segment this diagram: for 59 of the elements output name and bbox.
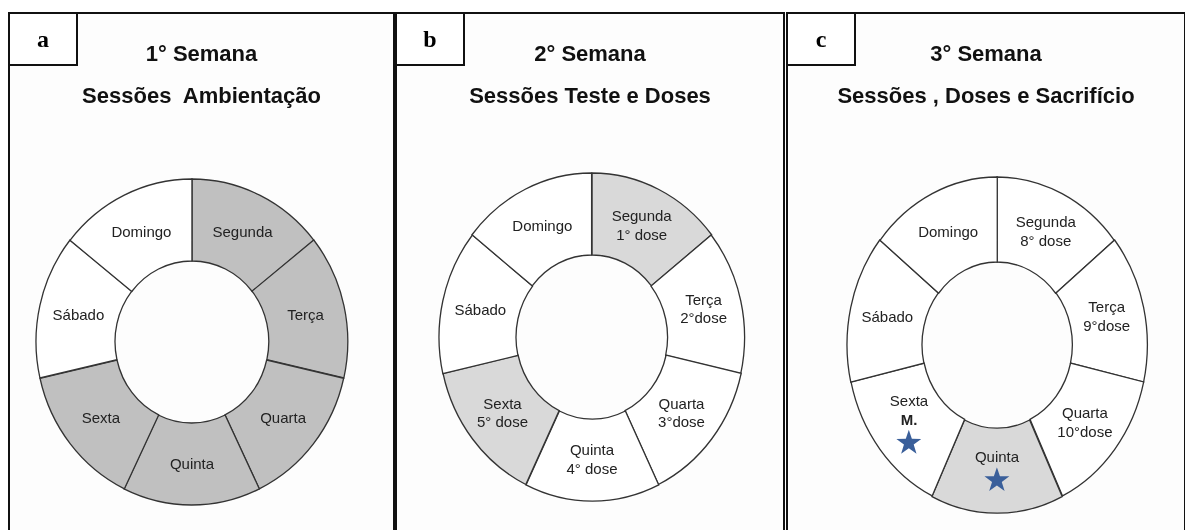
segment-note: 10°dose: [1057, 423, 1113, 442]
day-label: Domingo: [512, 216, 573, 236]
day-label: Quarta: [260, 408, 306, 428]
day-label: Sexta: [483, 394, 522, 414]
day-label: Sábado: [454, 300, 507, 319]
day-label: Segunda: [212, 222, 273, 242]
panel-title: Sessões , Doses e Sacrifício: [837, 81, 1135, 109]
day-label: Domingo: [111, 222, 172, 242]
panel-title: Sessões Teste e Doses: [469, 81, 711, 109]
panel-letter-box: c: [786, 12, 856, 66]
panel-title: 3° Semana: [930, 40, 1042, 68]
ring-segment: [996, 176, 1116, 295]
ring-segment: [471, 172, 593, 287]
day-label: Segunda: [611, 207, 672, 227]
ring-segment: [591, 172, 713, 287]
segment-note: 3°dose: [658, 413, 705, 433]
ring-segment: [438, 233, 534, 375]
ring-segment: [849, 362, 966, 498]
segment-note: 5° dose: [476, 413, 528, 433]
panel: [8, 12, 395, 530]
panel: [395, 12, 785, 530]
day-label: Quinta: [169, 454, 215, 474]
ring-segment: [191, 178, 315, 293]
ring-segment: [123, 413, 261, 506]
day-label: Terça: [287, 305, 324, 325]
segment-note: 1° dose: [616, 226, 668, 245]
panel-title: 1° Semana: [145, 40, 258, 68]
ring-segment: [251, 239, 349, 380]
day-label: Quinta: [569, 441, 615, 460]
day-label: Quarta: [1062, 404, 1108, 424]
day-label: Domingo: [918, 222, 979, 242]
ring-segment: [846, 239, 940, 384]
segment-note: 2°dose: [680, 309, 728, 329]
ring-segment: [878, 176, 998, 295]
day-label: Terça: [685, 290, 722, 310]
day-label: Sábado: [52, 305, 105, 325]
day-label: Terça: [1088, 298, 1125, 318]
ring-segment: [69, 178, 193, 293]
ring-segment: [38, 359, 160, 490]
ring-segment: [35, 239, 133, 380]
day-label: Quarta: [658, 394, 705, 414]
segment-note: 9°dose: [1083, 317, 1131, 336]
panel: [786, 12, 1185, 530]
day-label: Segunda: [1015, 213, 1076, 232]
segment-note: 8° dose: [1020, 231, 1072, 251]
day-label: Sábado: [861, 307, 914, 327]
day-label: Sexta: [889, 392, 929, 411]
day-label: Quinta: [974, 448, 1020, 468]
panel-title: 2° Semana: [534, 40, 646, 68]
ring-segment: [224, 359, 346, 490]
segment-note: 4° dose: [566, 460, 618, 479]
panel-title: Sessões Ambientação: [82, 81, 321, 109]
panel-letter-box: b: [395, 12, 465, 66]
ring-segment: [441, 354, 560, 486]
segment-note: M.: [900, 410, 918, 430]
ring-segment: [1028, 362, 1145, 498]
ring-segment: [623, 354, 743, 486]
panel-letter-box: a: [8, 12, 78, 66]
day-label: Sexta: [81, 408, 121, 428]
